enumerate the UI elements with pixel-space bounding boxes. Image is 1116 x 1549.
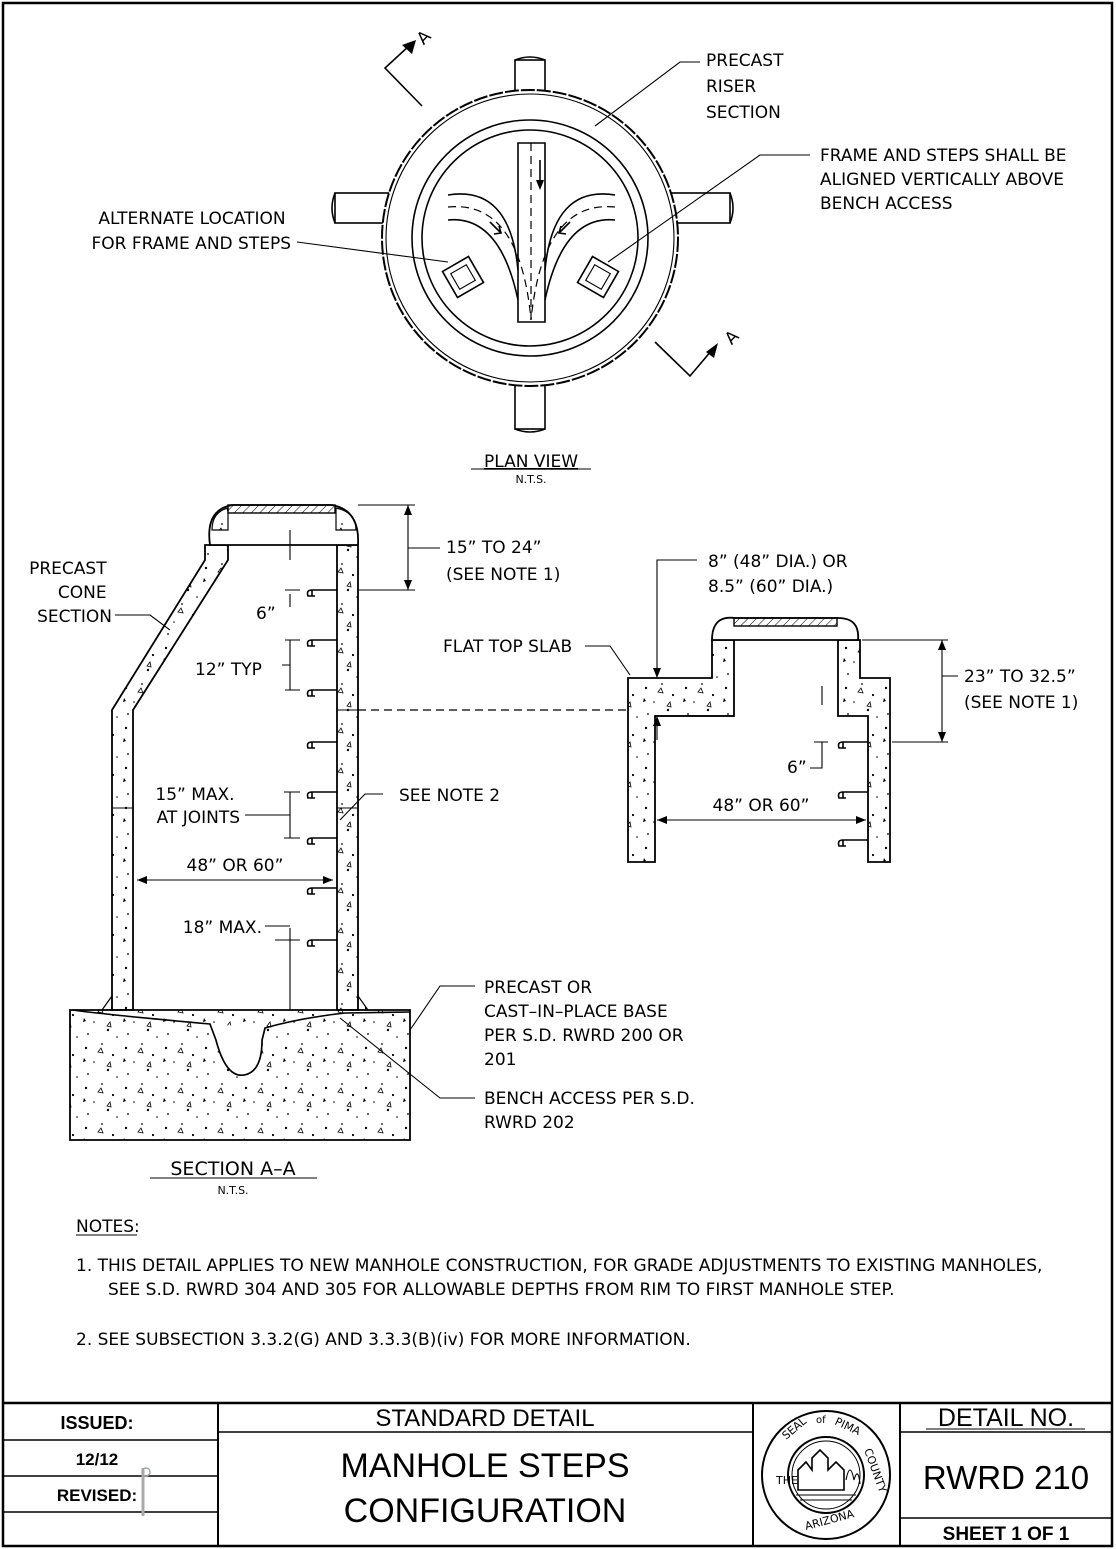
issued-label: ISSUED: (60, 1413, 133, 1433)
detail-no-label: DETAIL NO. (938, 1404, 1074, 1432)
flat-top-view: 8” (48” DIA.) OR 8.5” (60” DIA.) FLAT TO… (443, 552, 1078, 863)
section-marker-bottom (654, 341, 713, 378)
note-1-line-1: 1. THIS DETAIL APPLIES TO NEW MANHOLE CO… (76, 1256, 1042, 1276)
standard-detail-label: STANDARD DETAIL (375, 1405, 594, 1432)
section-view-title: SECTION A–A (170, 1158, 295, 1180)
pima-county-seal: THE SEAL of PIMA COUNTY ARIZONA (761, 1410, 891, 1540)
svg-text:THE: THE (775, 1474, 798, 1487)
plan-channels (517, 142, 546, 323)
plan-riser-outer (381, 89, 679, 387)
title-line-1: MANHOLE STEPS (340, 1447, 629, 1485)
detail-no-value: RWRD 210 (923, 1459, 1089, 1496)
label-precast-cone: PRECAST CONE SECTION (29, 559, 112, 627)
section-view-scale: N.T.S. (217, 1184, 248, 1197)
title-block: ISSUED: 12/12 REVISED: STANDARD DETAIL M… (3, 1401, 1112, 1546)
section-wall-right (336, 544, 359, 1011)
svg-text:COUNTY: COUNTY (861, 1447, 889, 1495)
section-view: 15” TO 24” (SEE NOTE 1) PRECAST CONE SEC… (29, 504, 700, 1197)
svg-text:PIMA: PIMA (833, 1415, 863, 1438)
plan-view-title: PLAN VIEW (484, 452, 578, 472)
plan-view-scale: N.T.S. (515, 473, 546, 486)
plan-view: A A PRECAST RISER SECTION FRAME AND STEP… (91, 26, 1072, 486)
dim-diameter-section: 48” OR 60” (187, 856, 284, 876)
dim-15-max: 15” MAX. AT JOINTS (155, 785, 240, 828)
label-precast-riser: PRECAST RISER SECTION (706, 51, 789, 123)
revised-pin-icon (141, 1467, 151, 1516)
dim-slab-2: 8.5” (60” DIA.) (708, 577, 833, 597)
dim-top-section: 15” TO 24” (446, 538, 541, 558)
section-marker-top-label: A (413, 26, 436, 49)
svg-text:of: of (816, 1415, 826, 1426)
title-line-2: CONFIGURATION (344, 1492, 627, 1530)
section-marker-top (383, 44, 423, 107)
label-frame-aligned: FRAME AND STEPS SHALL BE ALIGNED VERTICA… (820, 146, 1072, 214)
label-base: PRECAST OR CAST–IN–PLACE BASE PER S.D. R… (484, 978, 689, 1070)
dim-diameter-flat: 48” OR 60” (713, 796, 810, 816)
flat-top-slab (627, 639, 735, 863)
plan-pipe-west (334, 192, 391, 224)
notes: NOTES: 1. THIS DETAIL APPLIES TO NEW MAN… (76, 1217, 1042, 1350)
section-steps (306, 589, 337, 947)
sheet-number: SHEET 1 OF 1 (943, 1524, 1070, 1545)
plan-step-frame-right (576, 255, 620, 299)
issued-value: 12/12 (76, 1450, 119, 1469)
notes-heading: NOTES: (76, 1217, 140, 1237)
plan-step-frame-left (441, 255, 485, 299)
label-bench-access: BENCH ACCESS PER S.D. RWRD 202 (484, 1089, 700, 1133)
dim-top-section-note: (SEE NOTE 1) (446, 565, 560, 585)
label-alternate-location: ALTERNATE LOCATION FOR FRAME AND STEPS (91, 209, 291, 254)
note-2: 2. SEE SUBSECTION 3.3.2(G) AND 3.3.3(B)(… (76, 1330, 691, 1350)
dim-top-flat-note: (SEE NOTE 1) (964, 693, 1078, 713)
revised-label: REVISED: (57, 1486, 137, 1505)
see-note-2: SEE NOTE 2 (399, 786, 500, 806)
section-marker-bottom-label: A (721, 326, 744, 349)
note-1-line-2: SEE S.D. RWRD 304 AND 305 FOR ALLOWABLE … (108, 1280, 895, 1300)
dim-12-typ: 12” TYP (195, 660, 262, 680)
label-flat-top-slab: FLAT TOP SLAB (443, 637, 572, 657)
dim-6-section: 6” (256, 604, 276, 624)
dim-18-max: 18” MAX. (183, 918, 262, 938)
dim-6-flat: 6” (787, 758, 807, 778)
plan-riser-inner (411, 119, 649, 357)
dim-top-flat: 23” TO 32.5” (964, 667, 1076, 687)
dim-slab-1: 8” (48” DIA.) OR (708, 552, 848, 572)
